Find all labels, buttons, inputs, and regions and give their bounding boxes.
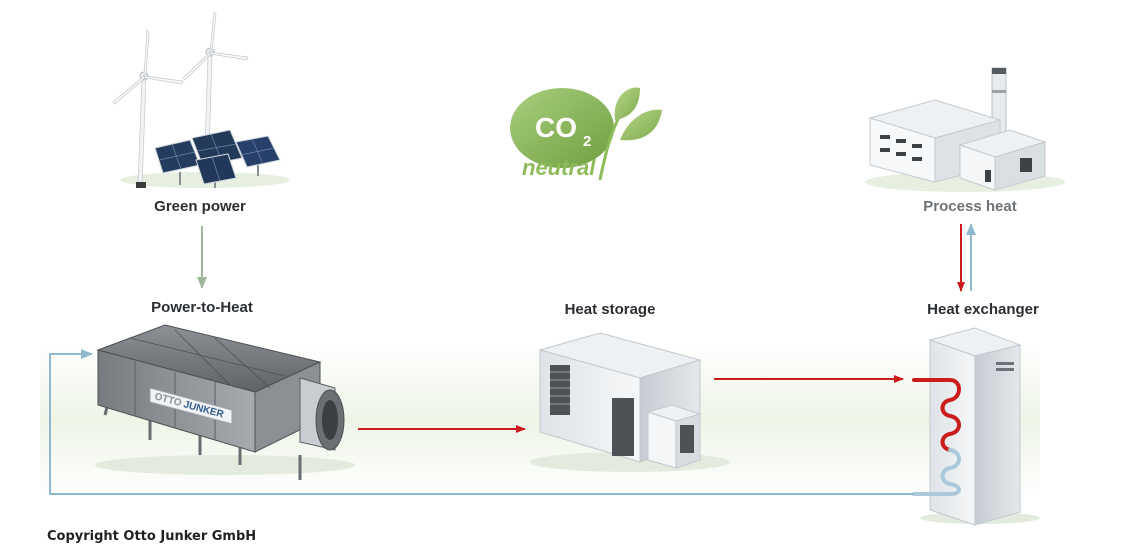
co2-bubble — [510, 88, 614, 168]
coil-cool — [912, 448, 961, 496]
return-loop-arrow — [49, 349, 914, 495]
wind-turbine-icon — [182, 11, 249, 151]
heat-storage-label: Heat storage — [564, 301, 656, 318]
solar-panel-icon — [235, 135, 281, 176]
power-to-heat-label: Power-to-Heat — [151, 299, 253, 316]
co2-neutral-badge: CO 2 neutral — [510, 87, 662, 181]
heat-storage-illustration — [530, 332, 730, 472]
process-heat-label: Process heat — [923, 198, 1017, 215]
wind-turbine-icon — [112, 29, 184, 188]
heat-exchanger-label: Heat exchanger — [927, 301, 1039, 318]
leaf-icon — [614, 87, 640, 120]
vent-grille-icon — [550, 365, 570, 415]
co2-subscript: 2 — [583, 133, 591, 150]
neutral-text: neutral — [522, 155, 596, 180]
coil-hot — [912, 378, 961, 452]
green-power-label: Green power — [154, 198, 246, 215]
green-power-illustration — [112, 11, 290, 188]
co2-text: CO — [535, 112, 577, 143]
copyright-text: Copyright Otto Junker GmbH — [47, 529, 257, 544]
solar-panel-icon — [195, 153, 237, 188]
power-to-heat-unit-illustration: OTTO JUNKER — [95, 324, 355, 480]
leaf-icon — [620, 109, 662, 141]
factory-illustration — [865, 67, 1065, 192]
heat-exchanger-illustration — [912, 327, 1040, 526]
